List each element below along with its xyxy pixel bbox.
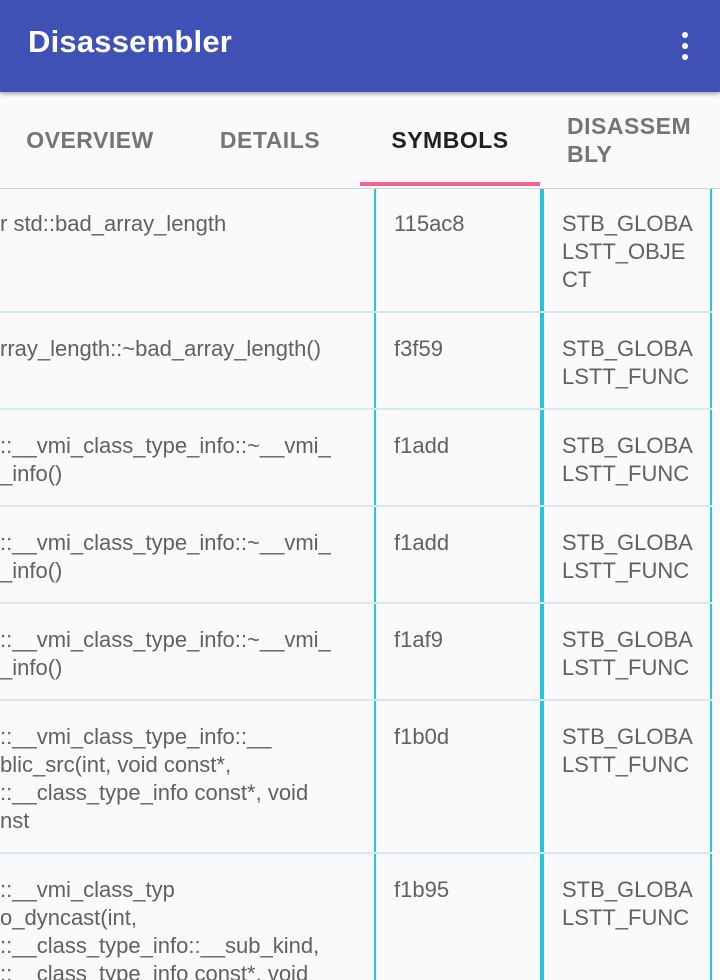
symbol-info: STB_GLOBA LSTT_FUNC xyxy=(542,410,712,507)
symbol-info: STB_GLOBA LSTT_FUNC xyxy=(542,313,712,410)
app-title: Disassembler xyxy=(28,24,233,59)
row-divider xyxy=(0,311,720,313)
tab-overview[interactable]: OVERVIEW xyxy=(26,126,154,153)
symbol-info: STB_GLOBA LSTT_OBJE CT xyxy=(542,188,712,313)
overflow-dot xyxy=(682,54,688,60)
app-bar: Disassembler xyxy=(0,0,720,92)
symbol-address: f1af9 xyxy=(374,604,542,701)
symbol-address: f1add xyxy=(374,410,542,507)
symbols-table[interactable]: r std::bad_array_length 115ac8 STB_GLOBA… xyxy=(0,188,720,980)
symbol-name: ::__vmi_class_type_info::~__vmi_ _info() xyxy=(0,433,331,486)
symbol-name: ::__vmi_class_type_info::~__vmi_ _info() xyxy=(0,627,331,680)
overflow-dot xyxy=(682,43,688,49)
row-divider xyxy=(0,699,720,701)
symbol-address: 115ac8 xyxy=(374,188,542,313)
tab-disassembly[interactable]: DISASSEM BLY xyxy=(567,113,692,167)
row-divider xyxy=(0,505,720,507)
table-row[interactable]: ::__vmi_class_type_info::~__vmi_ _info()… xyxy=(0,410,720,507)
symbol-address: f1b95 xyxy=(374,854,542,980)
symbol-address: f1b0d xyxy=(374,701,542,854)
table-row[interactable]: ::__vmi_class_type_info::~__vmi_ _info()… xyxy=(0,507,720,604)
symbol-name: ::__vmi_class_typ o_dyncast(int, ::__cla… xyxy=(0,877,320,980)
symbol-address: f1add xyxy=(374,507,542,604)
symbol-info: STB_GLOBA LSTT_FUNC xyxy=(542,701,712,854)
table-right-edge xyxy=(712,188,720,980)
row-divider xyxy=(0,408,720,410)
table-row[interactable]: r std::bad_array_length 115ac8 STB_GLOBA… xyxy=(0,188,720,313)
symbol-address: f3f59 xyxy=(374,313,542,410)
tab-bar: OVERVIEW DETAILS SYMBOLS DISASSEM BLY xyxy=(0,92,720,189)
symbol-info: STB_GLOBA LSTT_FUNC xyxy=(542,507,712,604)
overflow-dot xyxy=(682,32,688,38)
symbol-name: ::__vmi_class_type_info::__ blic_src(int… xyxy=(0,724,309,833)
symbol-info: STB_GLOBA LSTT_FUNC xyxy=(542,604,712,701)
symbol-info: STB_GLOBA LSTT_FUNC xyxy=(542,854,712,980)
symbol-name: rray_length::~bad_array_length() xyxy=(0,336,322,361)
table-row[interactable]: ::__vmi_class_type_info::~__vmi_ _info()… xyxy=(0,604,720,701)
more-vert-icon[interactable] xyxy=(664,26,704,66)
tab-details[interactable]: DETAILS xyxy=(219,126,321,153)
tab-symbols[interactable]: SYMBOLS xyxy=(391,126,509,153)
row-divider xyxy=(0,602,720,604)
active-tab-indicator xyxy=(360,182,540,186)
table-row[interactable]: ::__vmi_class_typ o_dyncast(int, ::__cla… xyxy=(0,854,720,980)
symbol-name: ::__vmi_class_type_info::~__vmi_ _info() xyxy=(0,530,331,583)
symbol-name: r std::bad_array_length xyxy=(0,211,227,236)
table-row[interactable]: ::__vmi_class_type_info::__ blic_src(int… xyxy=(0,701,720,854)
row-divider xyxy=(0,852,720,854)
table-row[interactable]: rray_length::~bad_array_length() f3f59 S… xyxy=(0,313,720,410)
